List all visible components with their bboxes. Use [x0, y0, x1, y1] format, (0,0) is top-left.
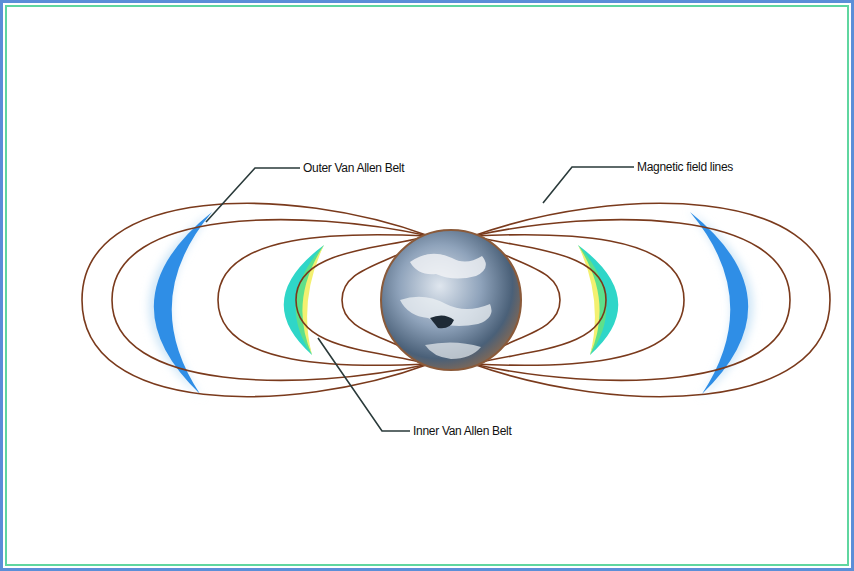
field-line: [82, 203, 429, 396]
callout-label: Outer Van Allen Belt: [302, 161, 405, 175]
magnetic-field-lines: [82, 203, 830, 396]
callout-label: Magnetic field lines: [636, 160, 734, 174]
field-line: [473, 203, 830, 396]
leader-lines: [206, 167, 634, 431]
callout-label: Inner Van Allen Belt: [412, 424, 513, 438]
outer-belt: [149, 210, 753, 398]
earth-globe: [381, 230, 521, 370]
inner-frame: [6, 6, 848, 565]
